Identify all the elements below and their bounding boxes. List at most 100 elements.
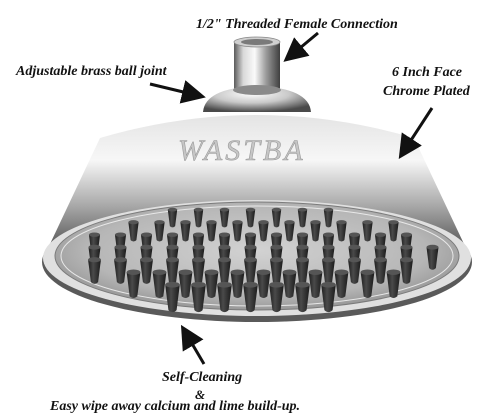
nozzle: [336, 222, 347, 242]
nozzle: [193, 209, 204, 228]
nozzle-cap: [362, 220, 373, 225]
nozzle-cap: [140, 257, 153, 263]
nozzle: [426, 247, 439, 270]
nozzle-cap: [334, 269, 349, 275]
nozzle: [230, 272, 245, 298]
nozzle-cap: [165, 281, 180, 288]
nozzle: [374, 259, 387, 284]
nozzle-cap: [167, 207, 178, 212]
nozzle-cap: [218, 232, 231, 237]
nozzle: [192, 259, 205, 284]
callout-chrome-plated: Chrome Plated: [383, 84, 470, 99]
nozzle: [296, 259, 309, 284]
nozzle: [322, 259, 335, 284]
callout-face-size: 6 Inch Face: [392, 65, 462, 80]
nozzle-cap: [166, 244, 179, 250]
nozzle-cap: [232, 220, 243, 225]
nozzle-cap: [218, 257, 231, 263]
arrow-face: [398, 107, 434, 160]
nozzle-cap: [193, 207, 204, 212]
nozzle-cap: [244, 244, 257, 250]
nozzle-cap: [400, 257, 413, 263]
nozzle: [362, 222, 373, 242]
nozzle-grid: [88, 207, 439, 313]
nozzle-cap: [244, 257, 257, 263]
nozzle-cap: [270, 257, 283, 263]
nozzle: [258, 222, 269, 242]
nozzle-cap: [360, 269, 375, 275]
nozzle: [244, 259, 257, 284]
nozzle-cap: [321, 281, 336, 288]
nozzle-cap: [230, 269, 245, 275]
nozzle-cap: [204, 269, 219, 275]
nozzle-cap: [323, 207, 334, 212]
nozzle-cap: [296, 244, 309, 250]
nozzle: [270, 259, 283, 284]
nozzle-cap: [388, 220, 399, 225]
nozzle: [386, 272, 401, 298]
nozzle-cap: [114, 244, 127, 250]
nozzle: [165, 284, 180, 313]
nozzle: [206, 222, 217, 242]
nozzle: [219, 209, 230, 228]
nozzle: [334, 272, 349, 298]
nozzle-cap: [114, 257, 127, 263]
threaded-connection: [233, 36, 281, 92]
nozzle-cap: [206, 220, 217, 225]
nozzle-cap: [88, 244, 101, 250]
nozzle-cap: [348, 232, 361, 237]
nozzle: [245, 209, 256, 228]
nozzle: [154, 222, 165, 242]
nozzle: [256, 272, 271, 298]
callout-ampersand: &: [195, 387, 206, 402]
nozzle-cap: [218, 244, 231, 250]
nozzle: [218, 259, 231, 284]
nozzle: [310, 222, 321, 242]
nozzle: [308, 272, 323, 298]
arrow-ball-joint: [149, 80, 206, 104]
nozzle-cap: [269, 281, 284, 288]
nozzle-cap: [400, 232, 413, 237]
nozzle: [269, 284, 284, 313]
nozzle-cap: [348, 244, 361, 250]
nozzle-cap: [322, 244, 335, 250]
nozzle: [232, 222, 243, 242]
arrow-connection: [283, 31, 319, 62]
face-plate: [54, 201, 460, 311]
nozzle-cap: [270, 244, 283, 250]
nozzle-cap: [348, 257, 361, 263]
brand-logo: WASTBA: [178, 134, 306, 167]
nozzle-cap: [243, 281, 258, 288]
nozzle-cap: [296, 257, 309, 263]
nozzle-cap: [166, 232, 179, 237]
nozzle: [321, 284, 336, 313]
nozzle-cap: [140, 244, 153, 250]
nozzle-cap: [140, 232, 153, 237]
nozzle: [166, 259, 179, 284]
nozzle-cap: [154, 220, 165, 225]
nozzle-cap: [244, 232, 257, 237]
nozzle: [191, 284, 206, 313]
nozzle: [243, 284, 258, 313]
nozzle-cap: [322, 257, 335, 263]
nozzle: [167, 209, 178, 228]
nozzle: [217, 284, 232, 313]
nozzle-cap: [114, 232, 127, 237]
nozzle-cap: [282, 269, 297, 275]
nozzle-cap: [336, 220, 347, 225]
nozzle-cap: [152, 269, 167, 275]
nozzle: [180, 222, 191, 242]
nozzle-cap: [426, 244, 439, 250]
nozzle-cap: [322, 232, 335, 237]
nozzle: [126, 272, 141, 298]
nozzle: [152, 272, 167, 298]
nozzle-cap: [192, 244, 205, 250]
nozzle: [284, 222, 295, 242]
nozzle-cap: [245, 207, 256, 212]
nozzle-cap: [219, 207, 230, 212]
nozzle: [178, 272, 193, 298]
nozzle-cap: [374, 257, 387, 263]
nozzle-cap: [256, 269, 271, 275]
nozzle: [204, 272, 219, 298]
